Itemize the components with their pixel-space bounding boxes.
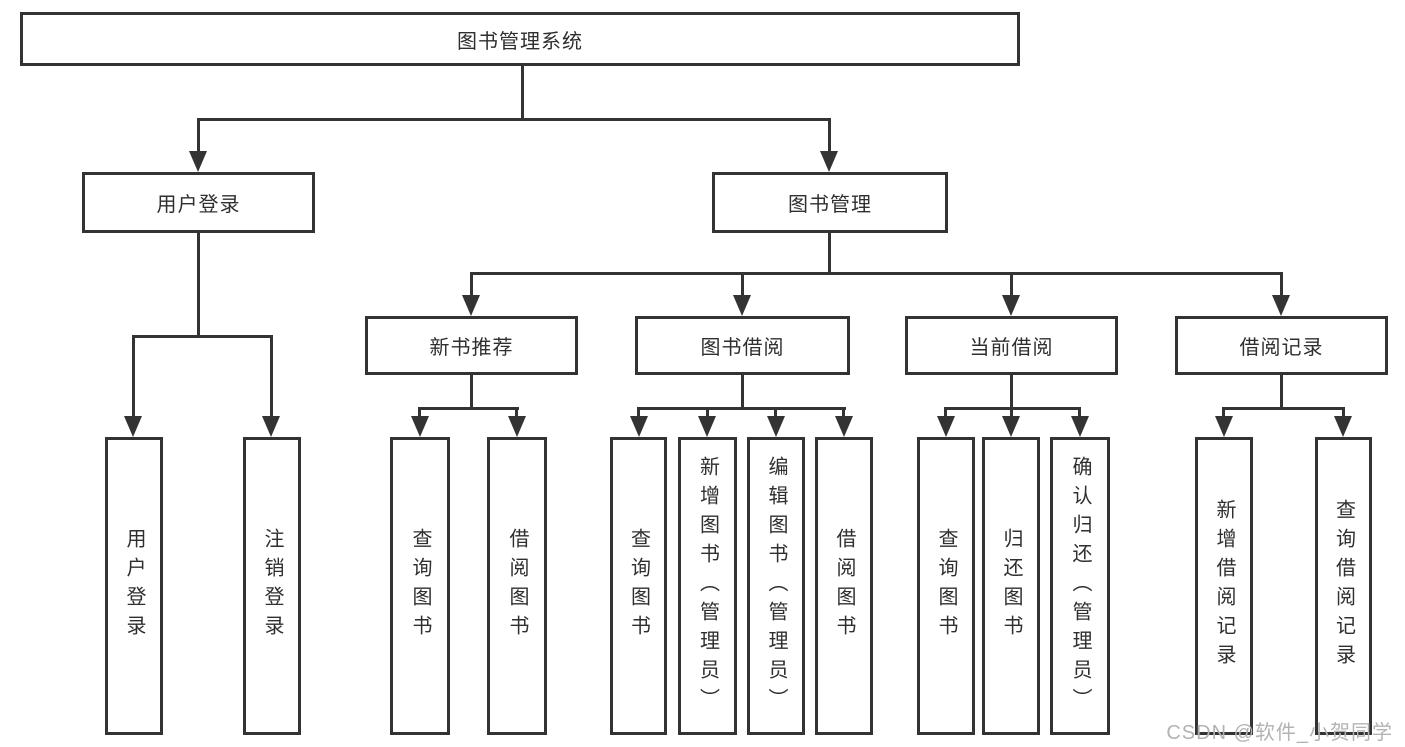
arrow-down-icon bbox=[1071, 416, 1089, 437]
connector-line bbox=[706, 407, 709, 416]
connector-line bbox=[828, 233, 831, 272]
leaf-add-borrow-record: 新增借阅记录 bbox=[1195, 437, 1253, 735]
arrow-down-icon bbox=[733, 295, 751, 316]
arrow-down-icon bbox=[411, 416, 429, 437]
connector-line bbox=[637, 407, 846, 410]
leaf-return-books: 归还图书 bbox=[982, 437, 1040, 735]
connector-line bbox=[197, 118, 200, 152]
arrow-down-icon bbox=[262, 416, 280, 437]
connector-line bbox=[1010, 407, 1013, 416]
connector-line bbox=[197, 233, 200, 335]
connector-line bbox=[1342, 407, 1345, 416]
leaf-query-books-borrowing: 查询图书 bbox=[610, 437, 667, 735]
connector-line bbox=[741, 375, 744, 407]
connector-line bbox=[132, 335, 273, 338]
node-library-management-system: 图书管理系统 bbox=[20, 12, 1020, 66]
leaf-query-borrow-record: 查询借阅记录 bbox=[1315, 437, 1372, 735]
leaf-edit-books-admin: 编辑图书（管理员） bbox=[747, 437, 805, 735]
connector-line bbox=[1010, 272, 1013, 296]
leaf-user-login: 用户登录 bbox=[105, 437, 163, 735]
leaf-borrow-books-recommend: 借阅图书 bbox=[487, 437, 547, 735]
connector-line bbox=[944, 407, 947, 416]
connector-line bbox=[515, 407, 518, 416]
arrow-down-icon bbox=[1334, 416, 1352, 437]
leaf-add-books-admin: 新增图书（管理员） bbox=[678, 437, 737, 735]
connector-line bbox=[1280, 375, 1283, 407]
connector-line bbox=[741, 272, 744, 296]
arrow-down-icon bbox=[124, 416, 142, 437]
connector-line bbox=[842, 407, 845, 416]
arrow-down-icon bbox=[189, 151, 207, 172]
watermark: CSDN @软件_小贺同学 bbox=[1166, 722, 1393, 744]
connector-line bbox=[470, 272, 473, 296]
arrow-down-icon bbox=[1215, 416, 1233, 437]
arrow-down-icon bbox=[767, 416, 785, 437]
leaf-logout: 注销登录 bbox=[243, 437, 301, 735]
connector-line bbox=[828, 118, 831, 152]
arrow-down-icon bbox=[462, 295, 480, 316]
connector-line bbox=[1010, 375, 1013, 407]
connector-line bbox=[637, 407, 640, 416]
connector-line bbox=[132, 335, 135, 416]
leaf-borrow-books: 借阅图书 bbox=[815, 437, 873, 735]
connector-line bbox=[418, 407, 519, 410]
arrow-down-icon bbox=[835, 416, 853, 437]
connector-line bbox=[774, 407, 777, 416]
leaf-query-books-recommend: 查询图书 bbox=[390, 437, 450, 735]
connector-line bbox=[1078, 407, 1081, 416]
node-new-book-recommendation: 新书推荐 bbox=[365, 316, 578, 375]
connector-line bbox=[521, 66, 524, 118]
connector-line bbox=[1222, 407, 1345, 410]
node-borrowing-records: 借阅记录 bbox=[1175, 316, 1388, 375]
node-book-management: 图书管理 bbox=[712, 172, 948, 233]
connector-line bbox=[470, 272, 1283, 275]
node-book-borrowing: 图书借阅 bbox=[635, 316, 850, 375]
arrow-down-icon bbox=[1002, 416, 1020, 437]
arrow-down-icon bbox=[820, 151, 838, 172]
connector-line bbox=[197, 118, 831, 121]
connector-line bbox=[418, 407, 421, 416]
arrow-down-icon bbox=[1002, 295, 1020, 316]
arrow-down-icon bbox=[508, 416, 526, 437]
connector-line bbox=[270, 335, 273, 416]
arrow-down-icon bbox=[698, 416, 716, 437]
arrow-down-icon bbox=[630, 416, 648, 437]
node-user-login: 用户登录 bbox=[82, 172, 315, 233]
leaf-confirm-return-admin: 确认归还（管理员） bbox=[1050, 437, 1110, 735]
connector-line bbox=[1222, 407, 1225, 416]
arrow-down-icon bbox=[937, 416, 955, 437]
node-current-borrowing: 当前借阅 bbox=[905, 316, 1118, 375]
connector-line bbox=[1280, 272, 1283, 296]
connector-line bbox=[470, 375, 473, 407]
arrow-down-icon bbox=[1272, 295, 1290, 316]
leaf-query-books-current: 查询图书 bbox=[917, 437, 975, 735]
